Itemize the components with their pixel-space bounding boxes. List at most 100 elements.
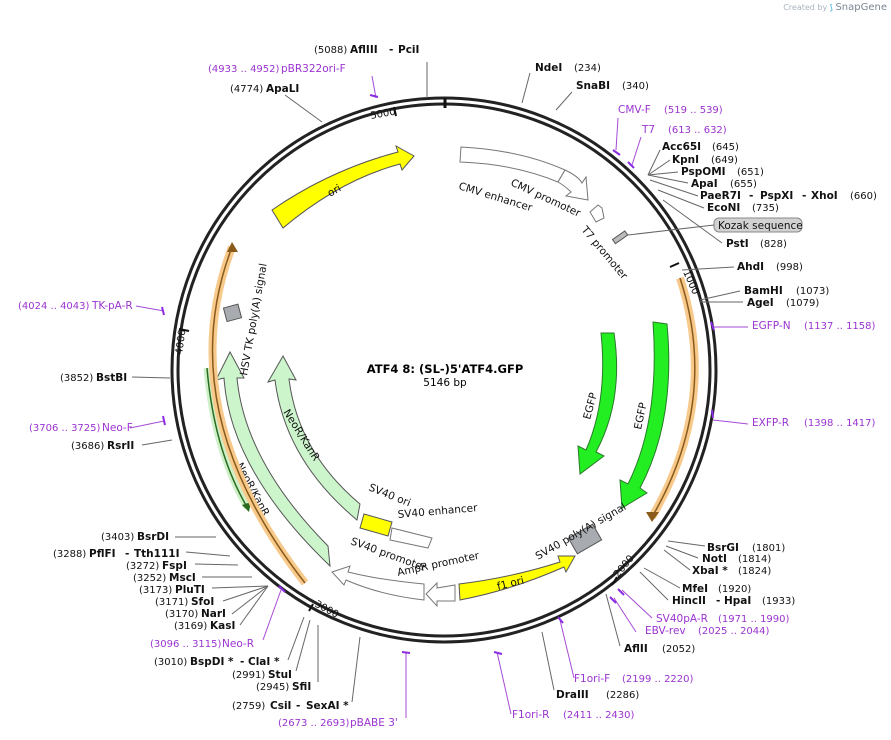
agei-label[interactable]: AgeI — [747, 297, 774, 309]
tth111i-label[interactable]: Tth111I — [134, 548, 179, 560]
pcii-label[interactable]: PciI — [398, 44, 419, 56]
sv40pa-r-label[interactable]: SV40pA-R — [656, 613, 708, 625]
snabi-label[interactable]: SnaBI — [576, 80, 610, 92]
f1ori-r-label[interactable]: F1ori-R — [512, 709, 549, 721]
bsrgi-pos: (1801) — [752, 543, 785, 554]
cmv-enhancer-arrow[interactable] — [459, 146, 566, 183]
kasi-pos: (3169) — [174, 621, 207, 632]
mfei-pos: (1920) — [718, 584, 751, 595]
neor-kanr-arrow-inner[interactable] — [266, 354, 361, 521]
xhoi-label[interactable]: XhoI — [811, 190, 838, 202]
bstbi-label[interactable]: BstBI — [96, 372, 127, 384]
kpni-pos: (649) — [711, 155, 738, 166]
ndei-label[interactable]: NdeI — [535, 62, 562, 74]
pbabe3-range: (2673 .. 2693) — [278, 718, 350, 729]
csii-sep: - — [296, 700, 300, 712]
egfp-label-2: EGFP — [632, 402, 649, 431]
apali-label[interactable]: ApaLI — [266, 83, 299, 95]
afliii-sep: - — [389, 44, 393, 56]
ruler-4000: 4000 — [174, 329, 188, 356]
bsrdi-label[interactable]: BsrDI — [137, 531, 169, 543]
aflii-label[interactable]: AflII — [624, 643, 648, 655]
noti-label[interactable]: NotI — [702, 553, 727, 565]
watermark-prefix: Created by — [783, 3, 828, 12]
csii-pos: (2759) — [232, 701, 265, 712]
rsrii-label[interactable]: RsrII — [107, 440, 134, 452]
egfp-arrow-2[interactable] — [619, 321, 670, 509]
f1-ori-arrow[interactable] — [458, 555, 576, 601]
tick-5000 — [393, 106, 397, 117]
tick-3000 — [308, 603, 314, 612]
csii-label[interactable]: CsiI — [270, 700, 291, 712]
sv40-promoter-arrow[interactable] — [331, 565, 425, 601]
tk-pa-r-label[interactable]: TK-pA-R — [91, 300, 133, 312]
pflfi-pos: (3288) — [53, 549, 86, 560]
hpai-label[interactable]: HpaI — [724, 595, 751, 607]
sfoi-pos: (3171) — [155, 597, 188, 608]
nari-label[interactable]: NarI — [201, 608, 226, 620]
fspi-label[interactable]: FspI — [162, 560, 187, 572]
cmv-promoter-arrow[interactable] — [557, 169, 589, 201]
stui-label[interactable]: StuI — [268, 669, 292, 681]
hsv-tk-block[interactable] — [222, 303, 243, 323]
egfp-arrow-1[interactable] — [577, 332, 618, 475]
hincii-label[interactable]: HincII — [672, 595, 706, 607]
t7-promoter-arrow[interactable] — [589, 204, 605, 223]
mfei-label[interactable]: MfeI — [682, 583, 708, 595]
sfii-label[interactable]: SfiI — [292, 681, 311, 693]
cmv-f-range: (519 .. 539) — [664, 105, 723, 116]
clai-label[interactable]: ClaI * — [248, 656, 280, 668]
bspdi-label[interactable]: BspDI * — [190, 656, 234, 668]
draiii-label[interactable]: DraIII — [556, 689, 589, 701]
ampr-promoter-arrow[interactable] — [425, 581, 456, 608]
pspomi-label[interactable]: PspOMI — [681, 166, 726, 178]
sv40-polya-block[interactable] — [567, 523, 603, 555]
psti-label[interactable]: PstI — [726, 238, 749, 250]
econi-label[interactable]: EcoNI — [707, 202, 740, 214]
ruler-3000: 3000 — [313, 599, 341, 621]
kpni-label[interactable]: KpnI — [672, 154, 699, 166]
sv40-enhancer-block[interactable] — [389, 527, 433, 549]
ebv-rev-label[interactable]: EBV-rev — [645, 625, 686, 637]
noti-pos: (1814) — [738, 554, 771, 565]
tick-1000 — [669, 262, 680, 268]
kasi-label[interactable]: KasI — [210, 620, 235, 632]
tk-pa-r-range: (4024 .. 4043) — [18, 301, 90, 312]
exfp-r-range: (1398 .. 1417) — [804, 418, 876, 429]
neo-f-label[interactable]: Neo-F — [102, 422, 133, 434]
pflfi-label[interactable]: PflFI — [89, 548, 116, 560]
bamhi-pos: (1073) — [796, 286, 829, 297]
pspxi-label[interactable]: PspXI — [760, 190, 793, 202]
paer7i-label[interactable]: PaeR7I — [700, 190, 741, 202]
sexai-label[interactable]: SexAI * — [306, 700, 349, 712]
sfoi-label[interactable]: SfoI — [191, 596, 214, 608]
f1ori-f-label[interactable]: F1ori-F — [574, 673, 610, 685]
apai-label[interactable]: ApaI — [691, 178, 718, 190]
paer7i-sep2: - — [802, 190, 806, 202]
t7-primer-label[interactable]: T7 — [641, 124, 655, 136]
egfp-n-label[interactable]: EGFP-N — [752, 320, 791, 332]
msci-label[interactable]: MscI — [169, 572, 196, 584]
bamhi-label[interactable]: BamHI — [744, 285, 783, 297]
bspdi-sep: - — [240, 656, 244, 668]
sv40-ori-block[interactable] — [359, 513, 393, 537]
primer-leaders — [129, 75, 749, 718]
acc65i-label[interactable]: Acc65I — [662, 141, 701, 153]
ahdi-label[interactable]: AhdI — [737, 261, 764, 273]
pluti-label[interactable]: PluTI — [175, 584, 205, 596]
snapgene-logo-icon: ⟆ — [829, 3, 833, 12]
bsrgi-label[interactable]: BsrGI — [707, 542, 739, 554]
exfp-r-label[interactable]: EXFP-R — [752, 417, 789, 429]
pbabe3-label[interactable]: pBABE 3' — [350, 717, 398, 729]
afliii-label[interactable]: AflIII — [350, 44, 378, 56]
cmv-f-label[interactable]: CMV-F — [618, 104, 651, 116]
pbr322ori-f-label[interactable]: pBR322ori-F — [281, 63, 346, 75]
ori-arrow[interactable] — [271, 144, 415, 229]
kozak-marker[interactable] — [611, 230, 629, 245]
sv40pa-r-range: (1971 .. 1990) — [718, 614, 790, 625]
neo-r-label[interactable]: Neo-R — [222, 638, 254, 650]
ahdi-pos: (998) — [776, 262, 803, 273]
neor-kanr-arrow-outer[interactable] — [215, 350, 331, 568]
xbai-label[interactable]: XbaI * — [692, 565, 728, 577]
neo-f-range: (3706 .. 3725) — [29, 423, 101, 434]
